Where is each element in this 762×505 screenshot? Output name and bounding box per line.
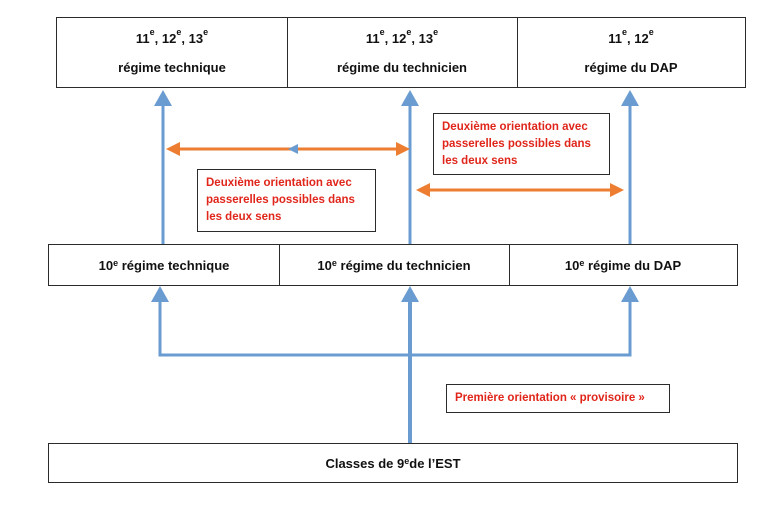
orange-head-right-b <box>610 183 624 197</box>
arrowhead-tech-top <box>154 90 172 106</box>
top-cell-technicien: 11e, 12e, 13e régime du technicien <box>287 18 517 87</box>
top-divider-1 <box>287 18 288 87</box>
note-first-orientation: Première orientation « provisoire » <box>446 384 670 413</box>
note-left-orientation: Deuxième orientation avec passerelles po… <box>197 169 376 232</box>
arrowhead-technicien-top <box>401 90 419 106</box>
top-cell-technique-label: régime technique <box>118 59 226 75</box>
top-divider-2 <box>517 18 518 87</box>
arrowhead-technicien-10 <box>401 286 419 302</box>
middle-divider-2 <box>509 245 510 285</box>
top-cell-technicien-label: régime du technicien <box>336 59 468 75</box>
arrowhead-dap-10 <box>621 286 639 302</box>
top-cell-technicien-years: 11e, 12e, 13e <box>365 27 439 46</box>
connector-horizontal <box>158 302 632 357</box>
arrowhead-dap-top <box>621 90 639 106</box>
top-cell-dap: 11e, 12e régime du DAP <box>517 18 745 87</box>
arrowhead-tech-10 <box>151 286 169 302</box>
orange-head-left-a <box>166 142 180 156</box>
top-row: 11e, 12e, 13e régime technique 11e, 12e,… <box>56 17 746 88</box>
top-cell-technique-years: 11e, 12e, 13e <box>135 27 209 46</box>
note-right-orientation: Deuxième orientation avec passerelles po… <box>433 113 610 175</box>
middle-divider-1 <box>279 245 280 285</box>
orange-head-right-a <box>416 183 430 197</box>
top-cell-dap-label: régime du DAP <box>584 59 678 75</box>
top-cell-dap-years: 11e, 12e <box>608 27 654 46</box>
orange-head-left-b <box>396 142 410 156</box>
blue-small-marker <box>288 144 298 154</box>
top-cell-technique: 11e, 12e, 13e régime technique <box>57 18 287 87</box>
